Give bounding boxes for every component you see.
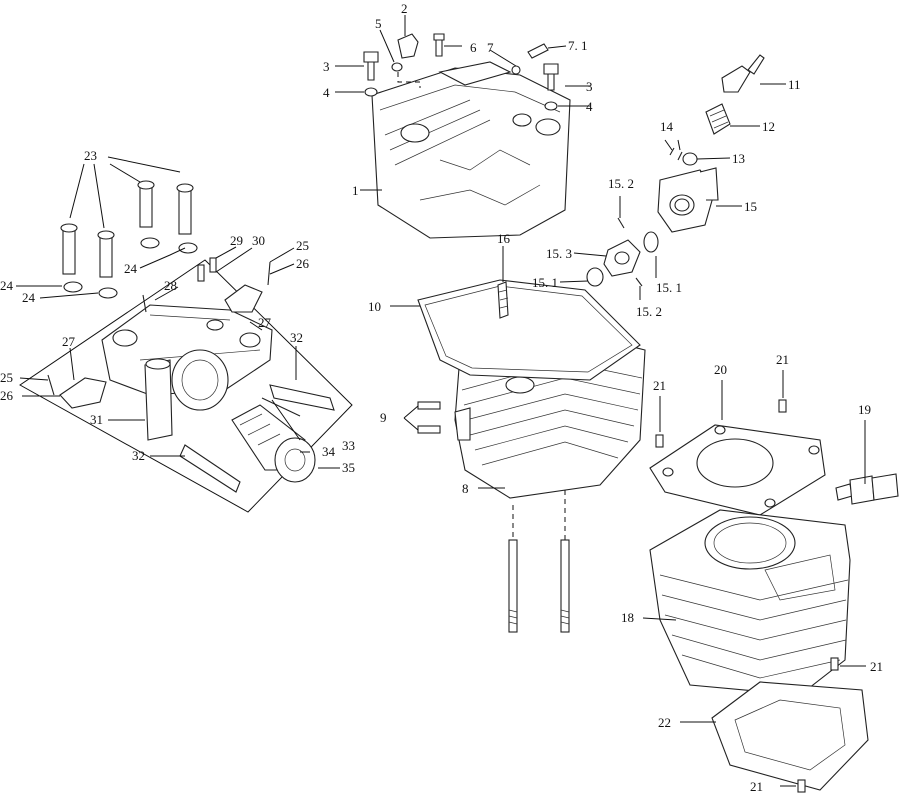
- dowel-pin: [655, 434, 664, 448]
- bolt-29: [197, 264, 205, 282]
- label-4-left: 4: [323, 85, 330, 100]
- washer: [98, 287, 118, 299]
- label-7-1: 7. 1: [568, 38, 588, 53]
- part-labels: 1 2 3 3 4 4 5 6 7 7. 1 8 9 10 11 12 13 1…: [0, 1, 883, 794]
- label-2: 2: [401, 1, 408, 16]
- bolt-30: [209, 257, 217, 273]
- label-9: 9: [380, 410, 387, 425]
- pins-14: [669, 147, 683, 161]
- dowel-pin: [830, 657, 839, 671]
- label-15-1-right: 15. 1: [656, 280, 682, 295]
- rocker-holder: [101, 304, 273, 396]
- label-21-b: 21: [653, 378, 666, 393]
- temperature-sensor: [721, 54, 765, 93]
- rocker-arm-lower: [59, 377, 107, 409]
- valve-stud: [497, 281, 509, 319]
- label-4-right: 4: [586, 99, 593, 114]
- sensor-adapter: [705, 103, 731, 135]
- dowel-pin: [778, 399, 787, 413]
- label-30: 30: [252, 233, 265, 248]
- label-15-3: 15. 3: [546, 246, 572, 261]
- label-33: 33: [342, 438, 355, 453]
- label-34: 34: [322, 444, 336, 459]
- rocker-shaft-upper: [269, 384, 335, 411]
- label-11: 11: [788, 77, 801, 92]
- label-3-right: 3: [586, 79, 593, 94]
- intake-insulator: [586, 217, 659, 287]
- label-1: 1: [352, 183, 359, 198]
- label-23: 23: [84, 148, 97, 163]
- label-21-c: 21: [870, 659, 883, 674]
- head-cover-gasket: [417, 279, 641, 381]
- label-13: 13: [732, 151, 745, 166]
- label-27-left: 27: [62, 334, 76, 349]
- label-32-lower: 32: [132, 448, 145, 463]
- label-10: 10: [368, 299, 381, 314]
- label-15-1-left: 15. 1: [532, 275, 558, 290]
- water-temp-sensor: [835, 473, 899, 505]
- label-15: 15: [744, 199, 757, 214]
- label-32-upper: 32: [290, 330, 303, 345]
- label-31: 31: [90, 412, 103, 427]
- label-15-2-top: 15. 2: [608, 176, 634, 191]
- valve-guide-left-2: [97, 230, 115, 278]
- label-16: 16: [497, 231, 511, 246]
- label-19: 19: [858, 402, 871, 417]
- rocker-pin-right: [267, 261, 271, 286]
- washer: [140, 237, 160, 249]
- rocker-arm-upper: [224, 284, 263, 313]
- intake-manifold: [657, 167, 719, 233]
- camshaft: [231, 404, 316, 483]
- label-5: 5: [375, 16, 382, 31]
- label-26-left: 26: [0, 388, 14, 403]
- label-20: 20: [714, 362, 727, 377]
- label-27-right: 27: [258, 315, 272, 330]
- washer: [178, 242, 198, 254]
- valve-guide-left-1: [60, 223, 78, 275]
- camshaft-housing: [144, 349, 229, 441]
- label-21-d: 21: [750, 779, 763, 794]
- label-28: 28: [164, 278, 177, 293]
- leader-lines: [16, 15, 866, 787]
- label-25-right: 25: [296, 238, 309, 253]
- breather-bracket: [391, 33, 549, 75]
- rocker-shaft-lower: [179, 444, 241, 493]
- label-8: 8: [462, 481, 469, 496]
- dowel-pin: [797, 779, 806, 793]
- label-7: 7: [487, 40, 494, 55]
- label-35: 35: [342, 460, 355, 475]
- label-21-a: 21: [776, 352, 789, 367]
- label-15-2-bottom: 15. 2: [636, 304, 662, 319]
- label-24-a: 24: [0, 278, 14, 293]
- label-24-c: 24: [124, 261, 138, 276]
- cylinder-head-gasket: [649, 424, 826, 516]
- valve-guide-right-1: [137, 180, 155, 228]
- pin-33: [261, 397, 301, 417]
- label-26-right: 26: [296, 256, 310, 271]
- label-29: 29: [230, 233, 243, 248]
- head-bolts-9: [417, 401, 441, 434]
- cylinder-studs: [508, 490, 570, 633]
- label-3-left: 3: [323, 59, 330, 74]
- label-24-b: 24: [22, 290, 36, 305]
- bolt-28: [142, 294, 147, 313]
- cover-bolt-left: [363, 51, 379, 97]
- cylinder-base-gasket: [711, 681, 869, 791]
- rocker-pin-left: [47, 374, 55, 396]
- valve-guide-right-2: [176, 183, 194, 235]
- cylinder-block: [649, 509, 851, 696]
- label-6: 6: [470, 40, 477, 55]
- label-12: 12: [762, 119, 775, 134]
- cover-bolt-right: [543, 63, 559, 111]
- label-14: 14: [660, 119, 674, 134]
- assembly-outline: [19, 259, 353, 513]
- label-18: 18: [621, 610, 634, 625]
- washer: [63, 281, 83, 293]
- cylinder-head-cover: [371, 61, 571, 239]
- label-25-left: 25: [0, 370, 13, 385]
- label-22: 22: [658, 715, 671, 730]
- o-ring-13: [682, 152, 698, 166]
